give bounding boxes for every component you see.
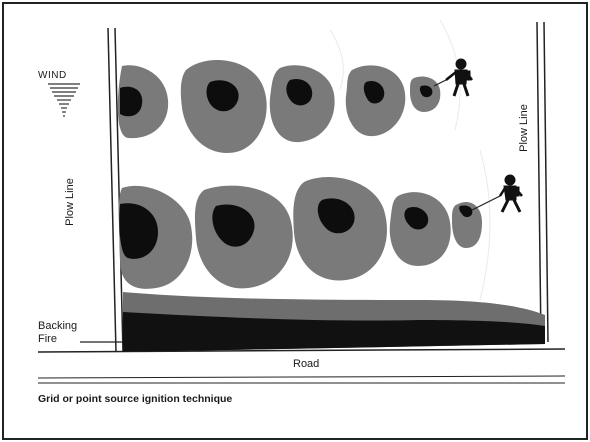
burn-spot xyxy=(452,202,482,248)
plow-line-left xyxy=(107,27,124,353)
plow-line-right-label: Plow Line xyxy=(517,104,530,152)
backing-fire-label-line1: Backing xyxy=(38,320,78,332)
burn-spot xyxy=(293,177,387,281)
burn-spot xyxy=(194,185,293,289)
burn-spot xyxy=(180,59,267,153)
burn-spot xyxy=(118,185,193,289)
burn-spot xyxy=(269,65,335,143)
firefighter-icon-bottom xyxy=(498,174,523,213)
backing-fire xyxy=(123,312,545,352)
wind-label: WIND xyxy=(38,70,67,81)
plow-line-left-label: Plow Line xyxy=(63,178,76,226)
figure-caption: Grid or point source ignition technique xyxy=(38,393,233,405)
firefighter-icon-top xyxy=(445,58,473,97)
burn-row-top xyxy=(117,59,447,153)
burn-spot xyxy=(117,65,169,139)
burn-spot xyxy=(389,192,451,266)
wind-arrow-icon xyxy=(48,83,80,117)
backing-fire-label-line2: Fire xyxy=(38,333,57,345)
burn-spot xyxy=(410,76,441,112)
burn-spot xyxy=(345,65,406,137)
plow-line-right xyxy=(536,21,549,343)
burn-row-bottom xyxy=(118,177,501,289)
road-label: Road xyxy=(293,358,320,370)
